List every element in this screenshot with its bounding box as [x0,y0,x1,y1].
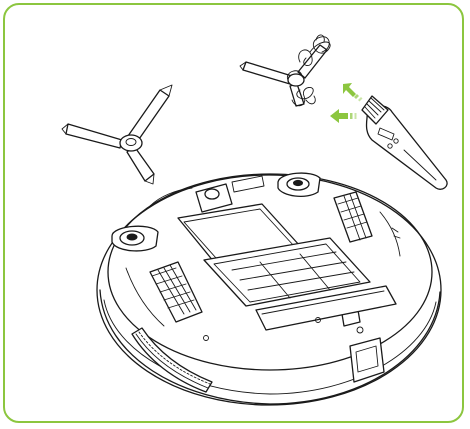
cleaning-tool-icon [362,96,447,189]
right-brush-mount [278,173,320,196]
left-brush-mount [112,226,158,251]
robot-vacuum-bottom-icon [97,173,441,405]
tangled-side-brush-icon [240,35,330,106]
side-brush-icon [62,85,172,184]
arrow-icon [330,83,363,123]
